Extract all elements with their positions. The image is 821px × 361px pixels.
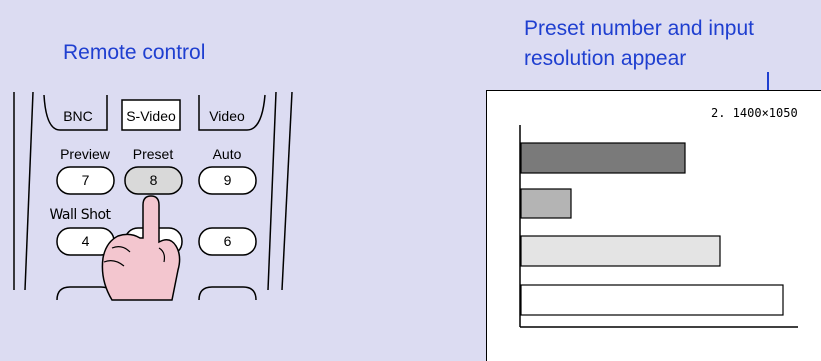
button-9-label: 9 <box>223 172 232 188</box>
button-7[interactable] <box>56 166 115 195</box>
bar-4 <box>520 284 784 316</box>
screen-bar-illustration <box>519 125 798 328</box>
button-6[interactable] <box>198 227 257 256</box>
bar-2 <box>520 188 572 219</box>
s-video-label: S-Video <box>126 108 176 124</box>
button-8-pressed[interactable] <box>124 166 183 195</box>
s-video-button[interactable] <box>121 99 181 131</box>
button-4-label: 4 <box>81 233 90 249</box>
video-button[interactable] <box>198 94 266 131</box>
button-6-label: 6 <box>223 233 232 249</box>
remote-control-illustration <box>13 91 293 301</box>
bnc-button[interactable] <box>43 94 108 131</box>
video-label: Video <box>209 108 245 124</box>
projected-screen: 2. 1400×1050 <box>486 90 821 361</box>
pointing-hand-icon <box>101 195 181 301</box>
bnc-label: BNC <box>63 108 93 124</box>
wall-shot-label: Wall Shot <box>49 207 111 223</box>
bar-3 <box>520 235 721 267</box>
auto-label: Auto <box>212 146 242 162</box>
preset-label: Preset <box>132 146 174 162</box>
button-7-label: 7 <box>81 172 90 188</box>
preset-resolution-readout: 2. 1400×1050 <box>711 106 798 120</box>
remote-control-caption: Remote control <box>63 41 206 64</box>
preview-label: Preview <box>60 146 110 162</box>
bar-1 <box>520 142 686 174</box>
button-8-label: 8 <box>149 172 158 188</box>
button-9[interactable] <box>198 166 257 195</box>
